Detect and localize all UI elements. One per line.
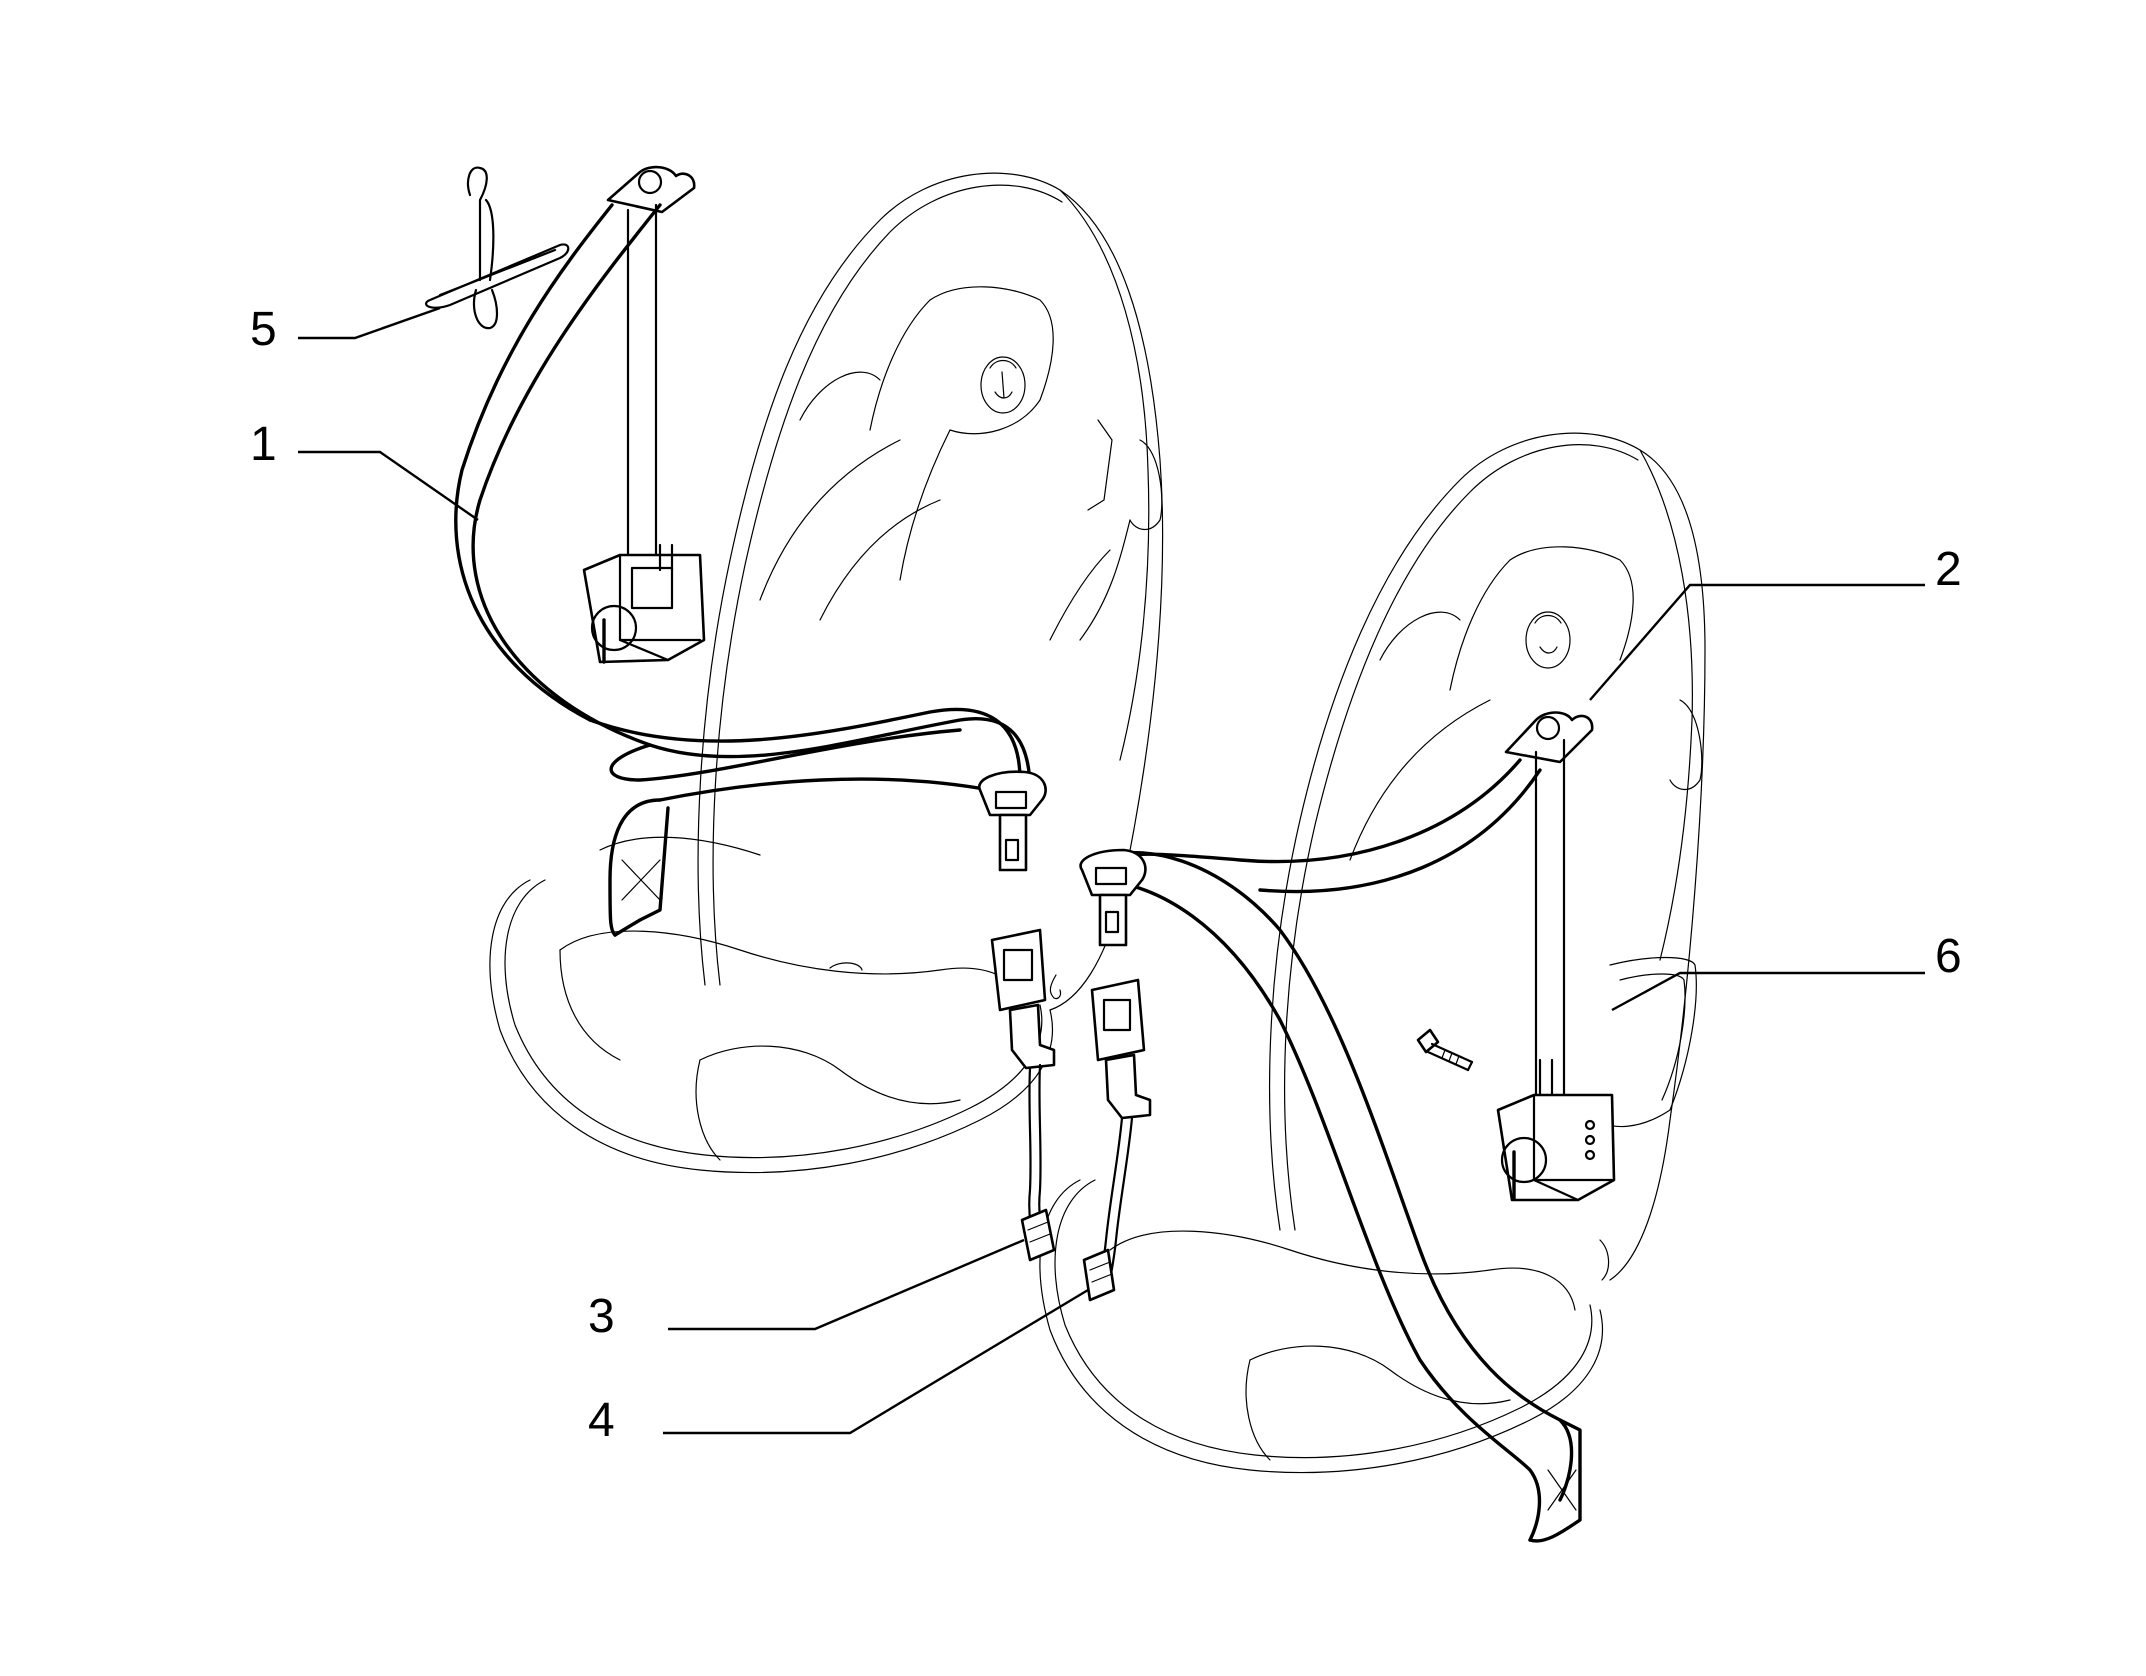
clip-mark (1049, 974, 1062, 1000)
leader-line-6 (1611, 971, 1925, 1012)
callout-5: 5 (250, 303, 277, 356)
callout-4: 4 (588, 1394, 615, 1447)
bolt-part (1416, 1028, 1474, 1072)
callout-6: 6 (1935, 930, 1962, 983)
left-seat-belt (454, 165, 1047, 937)
right-seat-belt (1079, 711, 1616, 1543)
callout-2: 2 (1935, 543, 1962, 596)
right-seat (1039, 432, 1706, 1474)
callout-3: 3 (588, 1290, 615, 1343)
buckle-assembly-right (1082, 978, 1152, 1302)
leader-line-4 (663, 1288, 1089, 1435)
buckle-assembly-left (990, 928, 1056, 1262)
left-seat (489, 172, 1164, 1174)
wire-clip-part (424, 166, 570, 330)
leader-line-3 (668, 1238, 1025, 1331)
callout-1: 1 (250, 418, 277, 471)
leader-line-5 (298, 306, 441, 340)
leader-line-1 (298, 450, 479, 521)
leader-line-2 (1589, 583, 1925, 701)
